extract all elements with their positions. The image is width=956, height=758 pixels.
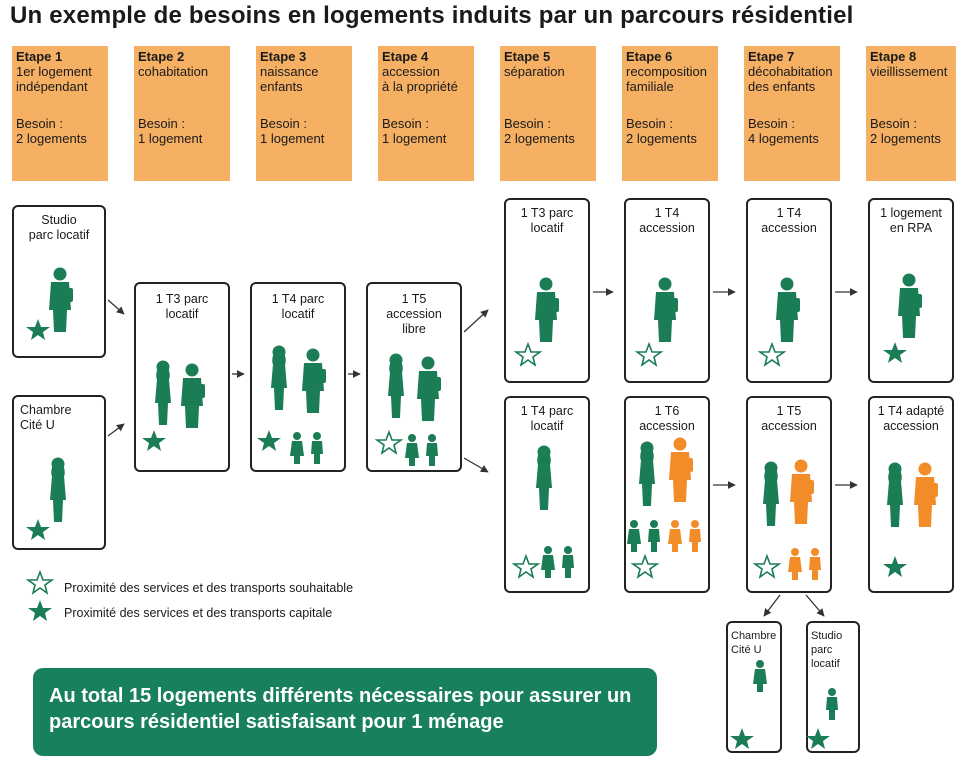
housing-label: Studio parc locatif [811, 630, 843, 670]
housing-label: Studio parc locatif [28, 213, 90, 242]
housing-box-sub-studio: Studio parc locatif [806, 621, 860, 753]
stage-8-card: Etape 8 vieillissement Besoin : 2 logeme… [866, 46, 956, 181]
flow-arrows [107, 288, 858, 617]
legend-outline-label: Proximité des services et des transports… [64, 581, 354, 595]
stage-6-card: Etape 6 recomposition familiale Besoin :… [622, 46, 718, 181]
stage-need: Besoin : 2 logements [626, 116, 697, 146]
housing-box-sub-chambre: Chambre Cité U [726, 621, 782, 753]
stage-title: Etape 3 [260, 49, 307, 64]
housing-label: 1 T3 parc locatif [520, 206, 574, 235]
housing-label: Chambre Cité U [731, 630, 777, 656]
housing-box-stage4: 1 T5 accession libre [366, 282, 462, 472]
housing-box-stage8-bottom: 1 T4 adapté accession [868, 396, 954, 593]
star-icons [26, 319, 907, 749]
legend-filled-label: Proximité des services et des transports… [64, 606, 333, 620]
page-title: Un exemple de besoins en logements indui… [10, 2, 854, 29]
stage-title: Etape 8 [870, 49, 917, 64]
housing-box-stage6-bottom: 1 T6 accession [624, 396, 710, 593]
stage-label: séparation [504, 64, 565, 79]
housing-label: 1 logement en RPA [880, 206, 942, 235]
housing-label: 1 T5 accession [761, 404, 817, 433]
stage-1-card: Etape 1 1er logement indépendant Besoin … [12, 46, 108, 181]
stage-need: Besoin : 4 logements [748, 116, 819, 146]
housing-label: 1 T6 accession [639, 404, 695, 433]
stage-need: Besoin : 1 logement [260, 116, 325, 146]
stage-title: Etape 5 [504, 49, 551, 64]
housing-label: 1 T4 accession [639, 206, 695, 235]
housing-box-studio: Studio parc locatif [12, 205, 106, 358]
stage-need: Besoin : 2 logements [16, 116, 87, 146]
housing-label: 1 T4 parc locatif [271, 292, 325, 321]
legend-star-outline-icon [25, 569, 55, 595]
stage-title: Etape 1 [16, 49, 63, 64]
housing-label: 1 T4 parc locatif [520, 404, 574, 433]
stage-label: 1er logement indépendant [16, 64, 92, 94]
housing-label: 1 T4 accession [761, 206, 817, 235]
stage-7-card: Etape 7 décohabitation des enfants Besoi… [744, 46, 840, 181]
stage-need: Besoin : 2 logements [870, 116, 941, 146]
stage-3-card: Etape 3 naissance enfants Besoin : 1 log… [256, 46, 352, 181]
stage-label: naissance enfants [260, 64, 319, 94]
stage-label: vieillissement [870, 64, 948, 79]
stage-2-card: Etape 2 cohabitation Besoin : 1 logement [134, 46, 230, 181]
stage-4-card: Etape 4 accession à la propriété Besoin … [378, 46, 474, 181]
housing-label: 1 T5 accession libre [386, 292, 442, 336]
stage-label: cohabitation [138, 64, 209, 79]
stage-need: Besoin : 1 logement [382, 116, 447, 146]
legend-star-filled-icon [28, 600, 52, 621]
stage-need: Besoin : 2 logements [504, 116, 575, 146]
housing-label: Chambre Cité U [20, 403, 72, 432]
stage-title: Etape 4 [382, 49, 429, 64]
housing-label: 1 T3 parc locatif [155, 292, 209, 321]
stage-title: Etape 2 [138, 49, 185, 64]
stage-label: accession à la propriété [382, 64, 458, 94]
housing-label: 1 T4 adapté accession [877, 404, 945, 433]
stage-5-card: Etape 5 séparation Besoin : 2 logements [500, 46, 596, 181]
summary-banner: Au total 15 logements différents nécessa… [33, 668, 657, 756]
stage-label: décohabitation des enfants [748, 64, 833, 94]
stage-title: Etape 6 [626, 49, 673, 64]
stage-need: Besoin : 1 logement [138, 116, 203, 146]
stage-label: recomposition familiale [626, 64, 707, 94]
stage-title: Etape 7 [748, 49, 795, 64]
